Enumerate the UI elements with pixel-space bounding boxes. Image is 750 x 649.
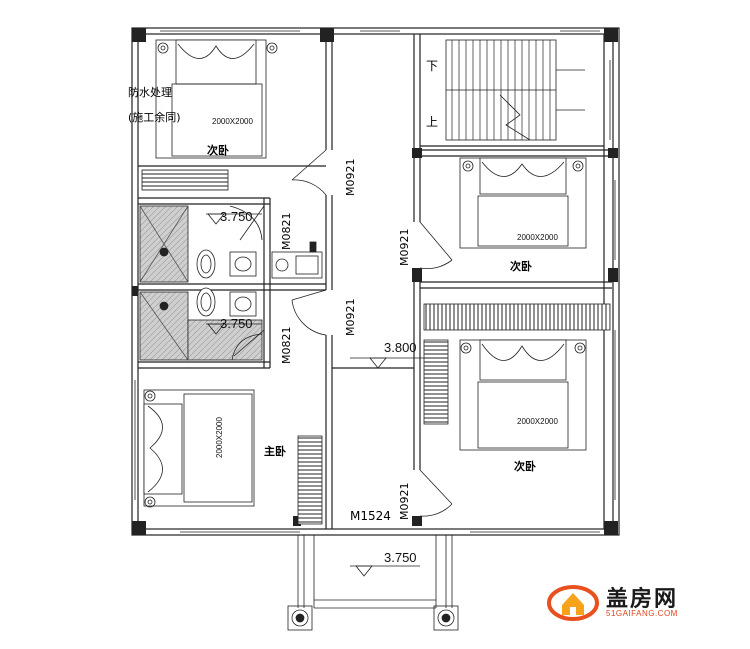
stair-up-label: 上 <box>426 115 438 129</box>
room-label-bedroom-mid-right: 次卧 <box>510 259 532 273</box>
door-code-d4: M0921 <box>398 483 411 521</box>
house-logo-icon <box>547 585 599 621</box>
door-code-d2: M0921 <box>344 299 357 337</box>
room-label-bedroom-top-left: 次卧 <box>207 143 229 157</box>
level-bath-lower: 3.750 <box>220 316 253 331</box>
door-code-d5: M0821 <box>280 213 293 251</box>
windows <box>134 30 616 533</box>
bed-mid-right <box>459 157 587 249</box>
door-code-entry: M1524 <box>350 509 391 523</box>
door-code-d3: M0921 <box>398 229 411 267</box>
stair-arrow <box>499 69 585 141</box>
bathroom-upper <box>139 205 263 283</box>
bathroom-lower <box>139 287 263 361</box>
watermark-name: 盖房网 <box>606 587 679 612</box>
bed-top-left <box>155 39 278 159</box>
door-swings <box>233 149 453 517</box>
stair-down-label: 下 <box>426 59 438 73</box>
bed-size-top-left: 2000X2000 <box>212 117 253 126</box>
level-bath-upper: 3.750 <box>220 209 253 224</box>
room-label-bedroom-low-right: 次卧 <box>514 459 536 473</box>
level-symbols <box>206 213 426 577</box>
room-label-master-bedroom: 主卧 <box>264 444 286 458</box>
bed-low-right <box>459 339 587 451</box>
note-waterproof-1: 防水处理 <box>128 85 172 99</box>
watermark-url: 51GAIFANG.COM <box>606 609 678 618</box>
bed-size-low-right: 2000X2000 <box>517 417 558 426</box>
stair-treads <box>451 40 551 140</box>
appliance <box>271 241 323 279</box>
radiator-top-left <box>141 169 229 191</box>
note-waterproof-2: (施工余同) <box>128 110 181 124</box>
bed-master <box>143 389 255 508</box>
wardrobe-right <box>423 303 611 331</box>
balcony <box>287 535 459 631</box>
bed-size-mid-right: 2000X2000 <box>517 233 558 242</box>
interior-walls <box>138 34 612 529</box>
wardrobe-right-vertical <box>423 339 449 425</box>
door-code-d1: M0921 <box>344 159 357 197</box>
door-code-d6: M0821 <box>280 327 293 365</box>
wardrobe-master <box>297 435 323 525</box>
watermark-logo: 盖房网 51GAIFANG.COM <box>546 579 706 623</box>
level-balcony: 3.750 <box>384 550 417 565</box>
columns <box>132 28 618 535</box>
bed-size-master: 2000X2000 <box>215 417 224 458</box>
level-hall: 3.800 <box>384 340 417 355</box>
